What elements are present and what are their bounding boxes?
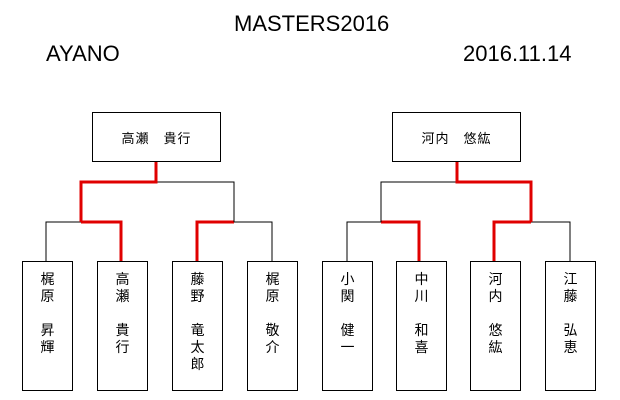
player-name-char: 関 [340,289,355,305]
player-name-char: 野 [190,289,205,305]
bracket-line [380,181,457,222]
player-box: 梶 原 昇 輝 [22,261,73,391]
player-name-char: 恵 [563,340,578,356]
player-name-char: 介 [265,340,280,356]
player-name-char: 郎 [190,357,205,373]
player-name-char: 梶 [265,272,280,288]
player-box: 藤 野 竜 太 郎 [172,261,223,391]
player-name-char: 梶 [40,272,55,288]
player-name-char: 昇 [40,323,55,339]
left-label: AYANO [46,41,120,66]
player-name-char: 健 [340,323,355,339]
player-name-char: 輝 [40,340,55,356]
player-name-char: 行 [115,340,130,356]
player-name-char: 原 [40,289,55,305]
bracket-winner-line [81,220,123,262]
player-name-char: 江 [563,272,578,288]
player-name-char: 和 [414,323,429,339]
player-box: 梶 原 敬 介 [247,261,298,391]
player-name-char: 太 [190,340,205,356]
player-name-char: 一 [340,340,355,356]
player-name-char: 悠 [488,323,503,339]
player-box: 中 川 和 喜 [396,261,447,391]
player-name-char: 竜 [190,323,205,339]
player-name-char: 敬 [265,323,280,339]
player-name-char: 喜 [414,340,429,356]
block-winner-box: 河内 悠紘 [392,112,521,162]
player-name-char: 小 [340,272,355,288]
bracket-winner-line [455,162,533,222]
player-box: 高 瀬 貴 行 [97,261,148,391]
bracket-line [156,181,235,222]
bracket-line [531,221,571,262]
player-name-char: 弘 [563,323,578,339]
player-name-char: 中 [414,272,429,288]
player-name-char: 高 [115,272,130,288]
player-name-char: 川 [414,289,429,305]
player-name-char: 藤 [563,289,578,305]
bracket-line [234,221,273,262]
player-name-char: 河 [488,272,503,288]
tournament-title: MASTERS2016 [234,11,390,36]
player-box: 小 関 健 一 [322,261,373,391]
bracket-line [346,221,381,262]
player-name-char: 藤 [190,272,205,288]
bracket-winner-line [195,220,234,262]
player-name-char: 瀬 [115,289,130,305]
block-winner-box: 高瀬 貴行 [92,112,221,162]
bracket-winner-line [381,220,421,262]
player-box: 河 内 悠 紘 [470,261,521,391]
bracket-winner-line [79,162,158,222]
player-name-char: 原 [265,289,280,305]
bracket-winner-line [492,220,531,262]
player-name-char: 紘 [488,340,503,356]
player-name-char: 内 [488,289,503,305]
bracket-line [45,221,81,262]
block-winner-name: 高瀬 貴行 [121,131,192,147]
block-winner-name: 河内 悠紘 [421,131,492,147]
player-name-char: 貴 [115,323,130,339]
event-date: 2016.11.14 [463,41,572,66]
player-box: 江 藤 弘 恵 [545,261,596,391]
